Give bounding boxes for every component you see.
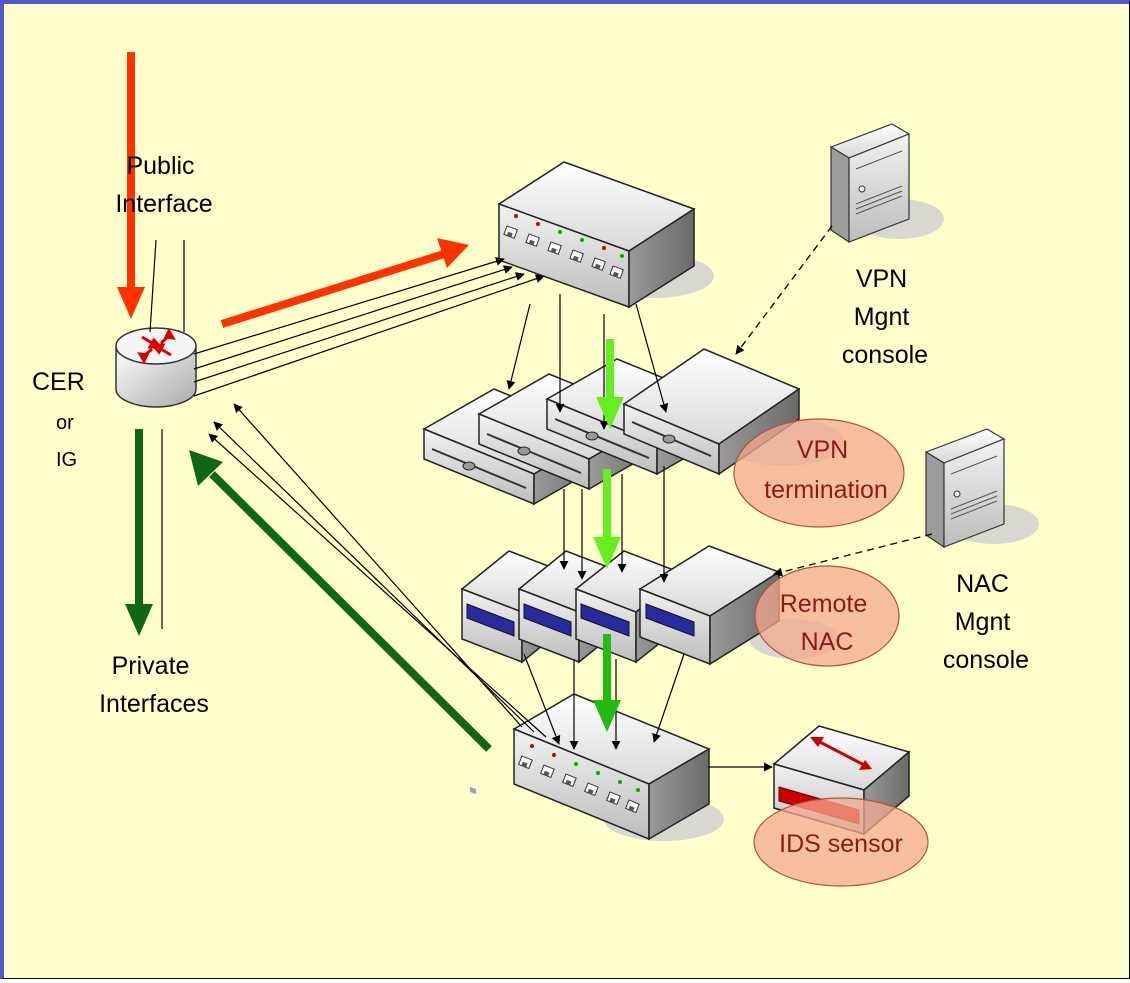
- vpn-mgnt-console-label: VPN Mgnt console: [842, 265, 928, 369]
- router-icon: [115, 327, 197, 408]
- public-interface-label: Public Interface: [115, 152, 212, 218]
- vpn-to-nac-links: [559, 466, 669, 583]
- private-interfaces-label: Private Interfaces: [99, 652, 209, 718]
- management-links: [735, 225, 933, 577]
- vpn-device-4: [622, 348, 801, 476]
- vpn-termination-label: VPN termination: [764, 436, 888, 504]
- dark-green-down-arrow: [593, 634, 621, 732]
- vpn-termination-callout: [733, 418, 905, 528]
- router-to-top-switch-links: [193, 257, 545, 397]
- remote-nac-label: Remote NAC: [780, 590, 875, 656]
- dark-green-flow-arrows: [125, 429, 492, 752]
- interface-lines: [149, 239, 185, 629]
- nac-mgnt-console-label: NAC Mgnt console: [943, 570, 1029, 674]
- bottom-switch: [512, 693, 724, 841]
- light-green-flow-arrows: [593, 339, 624, 569]
- ids-sensor-label: IDS sensor: [779, 830, 903, 858]
- ig-label: IG: [56, 449, 77, 471]
- ids-sensor-callout: [753, 797, 929, 887]
- remote-nac-callout: [754, 565, 900, 667]
- bottom-switch-to-router-links: [208, 403, 547, 738]
- nac-mgnt-server: [924, 428, 1039, 549]
- top-switch: [497, 161, 714, 309]
- nac-to-switch-links: [523, 653, 685, 750]
- cer-label: CER: [32, 368, 85, 396]
- red-flow-arrows: [117, 52, 469, 328]
- or-label: or: [56, 412, 74, 434]
- vpn-mgnt-server: [829, 123, 944, 244]
- network-diagram: Public Interface CER or IG Private Inter…: [32, 52, 1039, 887]
